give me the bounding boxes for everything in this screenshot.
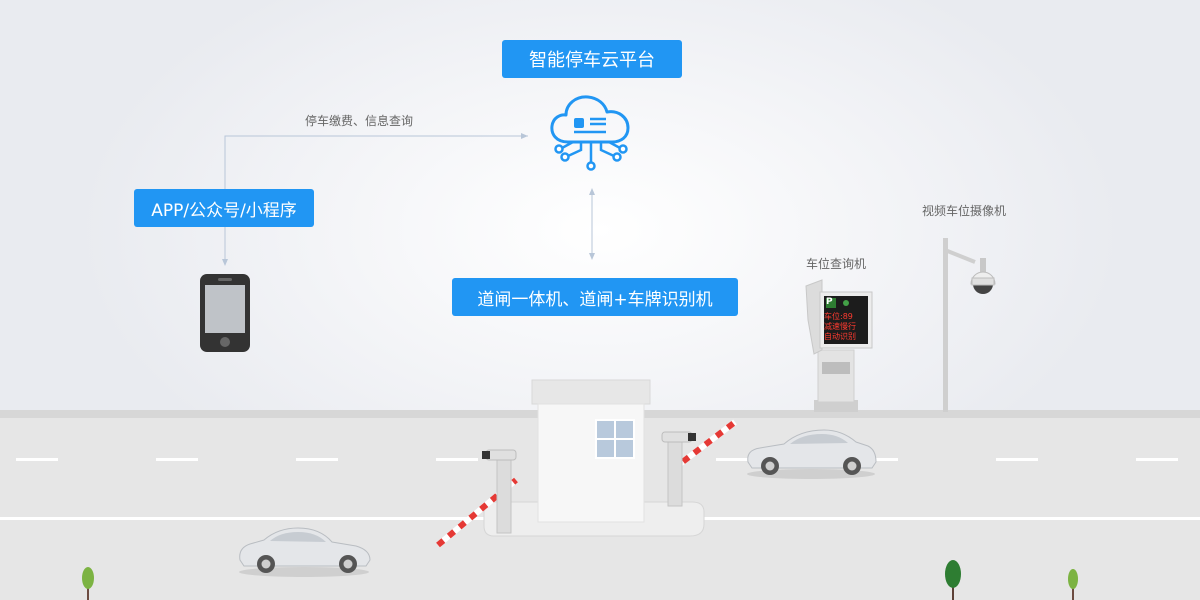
kiosk-icon — [805, 279, 873, 412]
lane-dash — [716, 458, 758, 461]
app-label: APP/公众号/小程序 — [134, 189, 314, 227]
lane-dash — [436, 458, 478, 461]
arrow-down-icon — [589, 253, 595, 260]
lane-dash — [296, 458, 338, 461]
kiosk-screen-line3: 自动识别 — [824, 332, 856, 341]
arrow-right-icon — [521, 133, 528, 139]
connector-app-platform — [224, 135, 528, 189]
camera-label: 视频车位摄像机 — [922, 204, 1007, 218]
link-label-payment: 停车缴费、信息查询 — [305, 114, 414, 128]
tree-icon — [1068, 569, 1078, 600]
cloud-icon — [550, 95, 630, 171]
lane-dash — [996, 458, 1038, 461]
query-machine-label: 车位查询机 — [806, 257, 867, 271]
tree-icon — [82, 567, 94, 600]
lane-dash — [16, 458, 58, 461]
kiosk-p-symbol: P — [826, 297, 833, 307]
lane-dash — [856, 458, 898, 461]
lane-dash — [156, 458, 198, 461]
kiosk-screen-line2: 减速慢行 — [824, 322, 856, 331]
camera-icon — [943, 238, 996, 412]
platform-title: 智能停车云平台 — [502, 40, 682, 78]
lpr-camera-icon — [661, 431, 693, 443]
arrow-up-icon — [589, 188, 595, 195]
lpr-lens — [688, 433, 696, 441]
tree-icon — [945, 560, 961, 600]
arrow-down-icon — [222, 259, 228, 266]
toll-booth-icon — [483, 379, 705, 537]
lane-dash — [1136, 458, 1178, 461]
car-icon — [239, 527, 371, 577]
lpr-lens — [482, 451, 490, 459]
gate-post — [496, 454, 512, 534]
gate-post — [667, 439, 683, 507]
gate-label: 道闸一体机、道闸+车牌识别机 — [452, 278, 738, 316]
lpr-camera-icon — [485, 449, 517, 461]
car-icon — [747, 429, 877, 479]
phone-icon — [200, 274, 250, 352]
kiosk-screen-line1: 车位:89 — [824, 312, 853, 321]
